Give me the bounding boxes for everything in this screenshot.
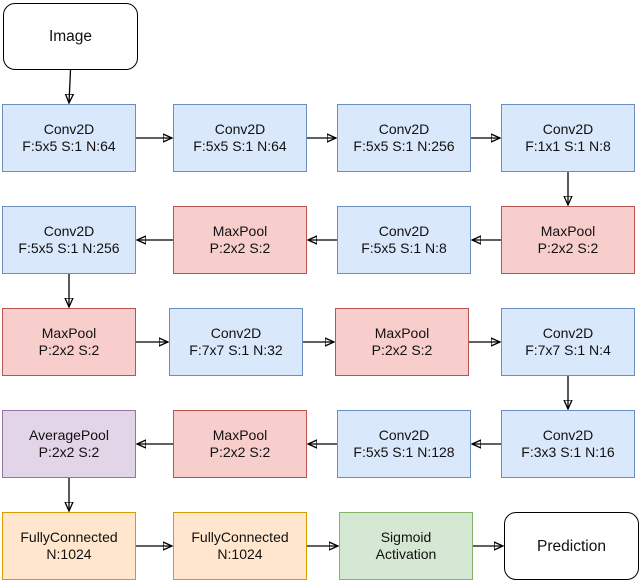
node-type-label: AveragePool: [29, 427, 109, 443]
node-maxpool-r4c2: MaxPool P:2x2 S:2: [173, 410, 307, 478]
node-params-label: F:5x5 S:1 N:128: [353, 444, 455, 460]
node-image-label: Image: [48, 28, 93, 45]
node-conv2d-r2c1: Conv2D F:5x5 S:1 N:256: [2, 206, 136, 274]
node-params-label: P:2x2 S:2: [537, 240, 599, 256]
node-type-label: Conv2D: [542, 325, 594, 341]
node-conv2d-r1c4: Conv2D F:1x1 S:1 N:8: [501, 104, 635, 172]
node-conv2d-r3c4: Conv2D F:7x7 S:1 N:4: [501, 308, 635, 376]
node-type-label: FullyConnected: [191, 529, 289, 545]
node-image: Image: [3, 3, 138, 70]
node-params-label: F:5x5 S:1 N:64: [193, 138, 287, 154]
node-params-label: F:7x7 S:1 N:4: [525, 342, 611, 358]
node-type-label: Sigmoid: [380, 529, 432, 545]
node-params-label: P:2x2 S:2: [209, 240, 271, 256]
node-type-label: MaxPool: [374, 325, 430, 341]
node-params-label: P:2x2 S:2: [209, 444, 271, 460]
node-conv2d-r1c3: Conv2D F:5x5 S:1 N:256: [337, 104, 471, 172]
node-params-label: F:5x5 S:1 N:8: [361, 240, 447, 256]
node-type-label: FullyConnected: [20, 529, 118, 545]
node-maxpool-r2c4: MaxPool P:2x2 S:2: [501, 206, 635, 274]
node-fullyconnected-r5c2: FullyConnected N:1024: [173, 512, 307, 580]
node-conv2d-r4c4: Conv2D F:3x3 S:1 N:16: [501, 410, 635, 478]
node-params-label: P:2x2 S:2: [38, 342, 100, 358]
node-params-label: F:5x5 S:1 N:256: [353, 138, 455, 154]
node-maxpool-r3c1: MaxPool P:2x2 S:2: [2, 308, 136, 376]
node-params-label: F:5x5 S:1 N:256: [18, 240, 120, 256]
node-params-label: N:1024: [46, 546, 92, 562]
node-type-label: Conv2D: [378, 427, 430, 443]
node-conv2d-r2c3: Conv2D F:5x5 S:1 N:8: [337, 206, 471, 274]
node-conv2d-r4c3: Conv2D F:5x5 S:1 N:128: [337, 410, 471, 478]
node-type-label: MaxPool: [212, 427, 268, 443]
node-type-label: Conv2D: [210, 325, 262, 341]
node-conv2d-r1c1: Conv2D F:5x5 S:1 N:64: [2, 104, 136, 172]
node-params-label: N:1024: [217, 546, 263, 562]
node-params-label: F:1x1 S:1 N:8: [525, 138, 611, 154]
node-params-label: P:2x2 S:2: [371, 342, 433, 358]
arrow-image-to-r1c1: [69, 69, 71, 103]
node-maxpool-r2c2: MaxPool P:2x2 S:2: [173, 206, 307, 274]
node-type-label: Conv2D: [542, 121, 594, 137]
node-type-label: Conv2D: [378, 223, 430, 239]
node-params-label: P:2x2 S:2: [38, 444, 100, 460]
node-params-label: F:3x3 S:1 N:16: [521, 444, 615, 460]
node-type-label: MaxPool: [41, 325, 97, 341]
node-type-label: MaxPool: [540, 223, 596, 239]
node-maxpool-r3c3: MaxPool P:2x2 S:2: [335, 308, 469, 376]
node-type-label: Conv2D: [43, 121, 95, 137]
node-type-label: Conv2D: [542, 427, 594, 443]
node-sigmoid-activation: Sigmoid Activation: [339, 512, 473, 580]
node-type-label: Conv2D: [378, 121, 430, 137]
node-type-label: Conv2D: [43, 223, 95, 239]
node-type-label: Conv2D: [214, 121, 266, 137]
node-params-label: Activation: [375, 546, 437, 562]
node-fullyconnected-r5c1: FullyConnected N:1024: [2, 512, 136, 580]
node-prediction-label: Prediction: [537, 537, 606, 555]
node-prediction: Prediction: [504, 512, 639, 580]
node-type-label: MaxPool: [212, 223, 268, 239]
node-averagepool-r4c1: AveragePool P:2x2 S:2: [2, 410, 136, 478]
node-conv2d-r3c2: Conv2D F:7x7 S:1 N:32: [169, 308, 303, 376]
node-params-label: F:7x7 S:1 N:32: [189, 342, 283, 358]
node-params-label: F:5x5 S:1 N:64: [22, 138, 116, 154]
node-conv2d-r1c2: Conv2D F:5x5 S:1 N:64: [173, 104, 307, 172]
